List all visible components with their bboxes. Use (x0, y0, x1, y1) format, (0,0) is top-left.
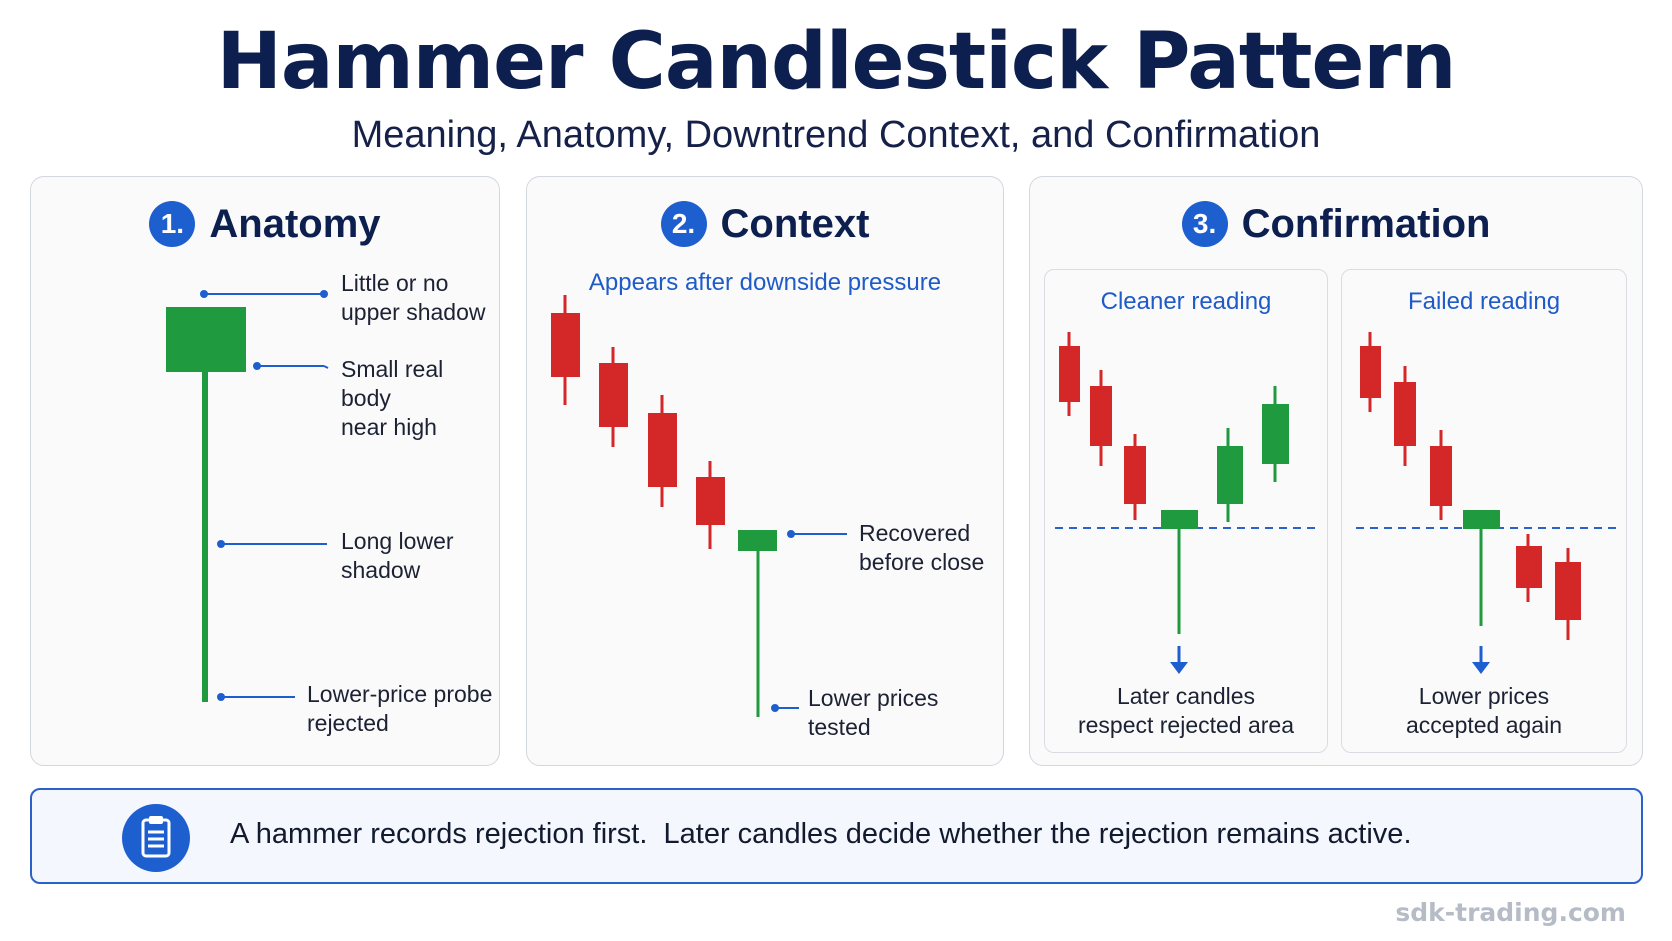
failed-heading: Failed reading (1407, 288, 1561, 315)
arrow-down-icon (1170, 646, 1188, 674)
context-heading: Appears after downside pressure (588, 269, 942, 296)
callout-lower-shadow (217, 540, 327, 548)
panel-title: Anatomy (209, 201, 381, 246)
arrow-down-icon (1472, 646, 1490, 674)
bear-candle (1059, 332, 1080, 416)
bear-candle (1124, 434, 1146, 520)
watermark: sdk-trading.com (1395, 898, 1626, 927)
bull-candle (1262, 386, 1289, 482)
clipboard-icon (122, 804, 190, 872)
callout-upper-shadow (200, 290, 328, 298)
callout-recovered (787, 530, 847, 538)
bear-candle (648, 395, 677, 507)
confirmation-panel: 3. Confirmation Cleaner reading (1029, 176, 1643, 766)
hammer-lower-shadow (202, 372, 208, 702)
callout-probe (217, 693, 295, 701)
summary-banner: A hammer records rejection first. Later … (30, 788, 1643, 884)
page-title: Hammer Candlestick Pattern (216, 17, 1457, 107)
failed-chart (1356, 332, 1616, 674)
hammer-anatomy-diagram (166, 290, 329, 702)
context-panel: 2. Context Appears after downside pressu… (526, 176, 1004, 766)
step-number-badge: 1. (149, 201, 196, 247)
summary-text: A hammer records rejection first. Later … (230, 818, 1412, 850)
bear-candle (551, 295, 580, 405)
step-number-badge: 3. (1181, 201, 1228, 247)
cleaner-reading-card: Cleaner reading (1044, 269, 1328, 753)
panel-title: Context (720, 201, 870, 246)
cleaner-heading: Cleaner reading (1100, 288, 1272, 315)
step-number-badge: 2. (660, 201, 707, 247)
hammer-body (166, 307, 246, 372)
context-header: 2. Context (527, 199, 1003, 249)
anatomy-header: 1. Anatomy (31, 199, 499, 249)
panel-title: Confirmation (1241, 201, 1491, 246)
bear-candle (1516, 534, 1542, 602)
downtrend-chart (551, 295, 847, 717)
failed-reading-card: Failed reading (1341, 269, 1627, 753)
bear-candle (1360, 332, 1381, 412)
hammer-candle (1463, 510, 1500, 626)
page-subtitle: Meaning, Anatomy, Downtrend Context, and… (351, 114, 1321, 156)
hammer-candle (738, 530, 777, 717)
bear-candle (1430, 430, 1452, 520)
bear-candle (1555, 548, 1581, 640)
callout-real-body (253, 362, 329, 370)
cleaner-chart (1055, 332, 1315, 674)
confirmation-header: 3. Confirmation (1030, 199, 1642, 249)
bear-candle (1394, 366, 1416, 466)
bull-candle (1217, 428, 1243, 522)
bear-candle (1090, 370, 1112, 466)
bear-candle (599, 347, 628, 447)
callout-lower-tested (771, 704, 799, 712)
hammer-candle (1161, 510, 1198, 634)
bear-candle (696, 461, 725, 549)
